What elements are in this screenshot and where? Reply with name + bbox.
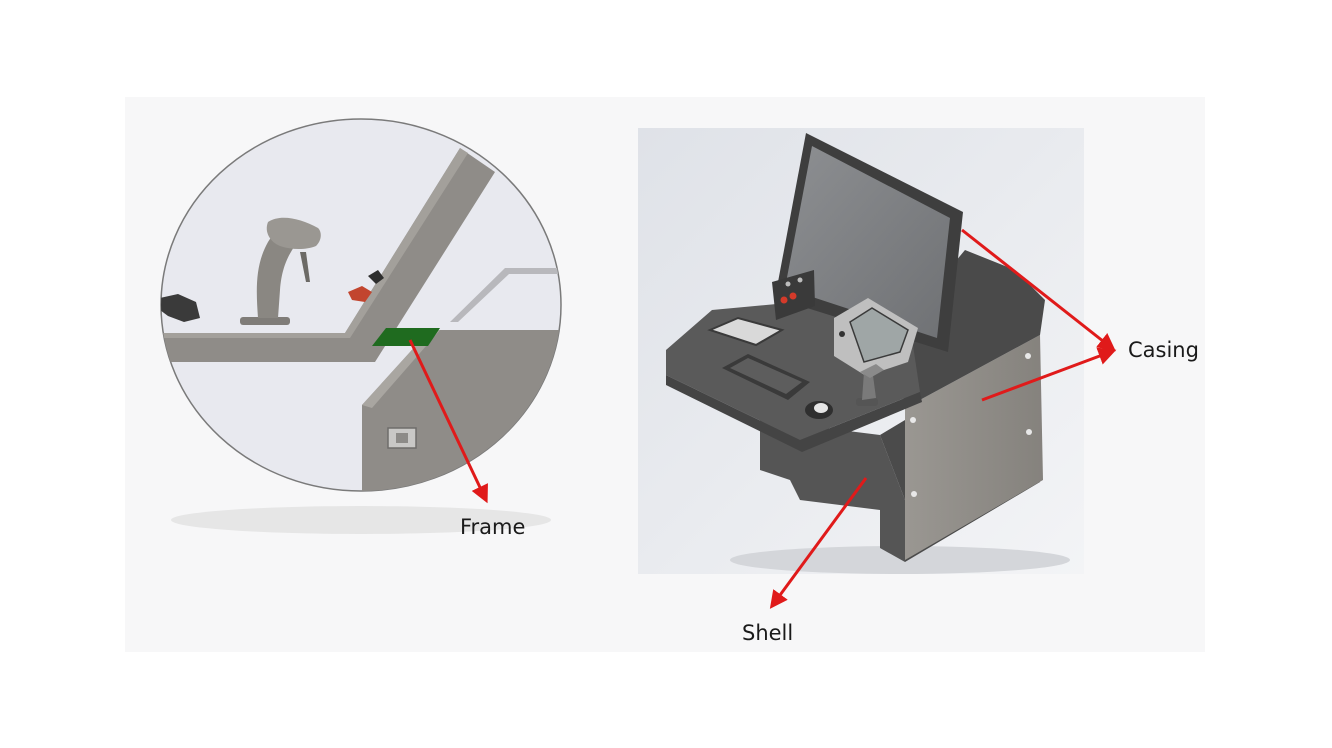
detail-shadow bbox=[171, 506, 551, 534]
console-illustration bbox=[666, 133, 1070, 574]
mouse-icon bbox=[161, 294, 200, 322]
detail-magnifier bbox=[160, 118, 562, 534]
red-button-icon bbox=[348, 286, 372, 302]
touch-screen bbox=[707, 316, 785, 347]
casing-label: Casing bbox=[1128, 338, 1199, 362]
monitor-icon bbox=[775, 133, 963, 352]
frame-label: Frame bbox=[460, 515, 525, 539]
joystick-icon bbox=[856, 364, 884, 406]
screw-icon bbox=[1026, 429, 1032, 435]
casing-arrow-lower bbox=[981, 347, 1117, 402]
shell-arrow bbox=[769, 477, 868, 609]
screw-icon bbox=[1025, 353, 1031, 359]
joystick-icon bbox=[240, 217, 321, 325]
screw-icon bbox=[911, 491, 917, 497]
frame-arrow bbox=[408, 339, 488, 504]
shell-label: Shell bbox=[742, 621, 793, 645]
screw-icon bbox=[910, 417, 916, 423]
frame-highlight bbox=[372, 328, 440, 346]
casing-arrow-upper bbox=[961, 228, 1116, 352]
shell-front bbox=[760, 420, 905, 562]
detail-desk-frame bbox=[161, 148, 495, 362]
